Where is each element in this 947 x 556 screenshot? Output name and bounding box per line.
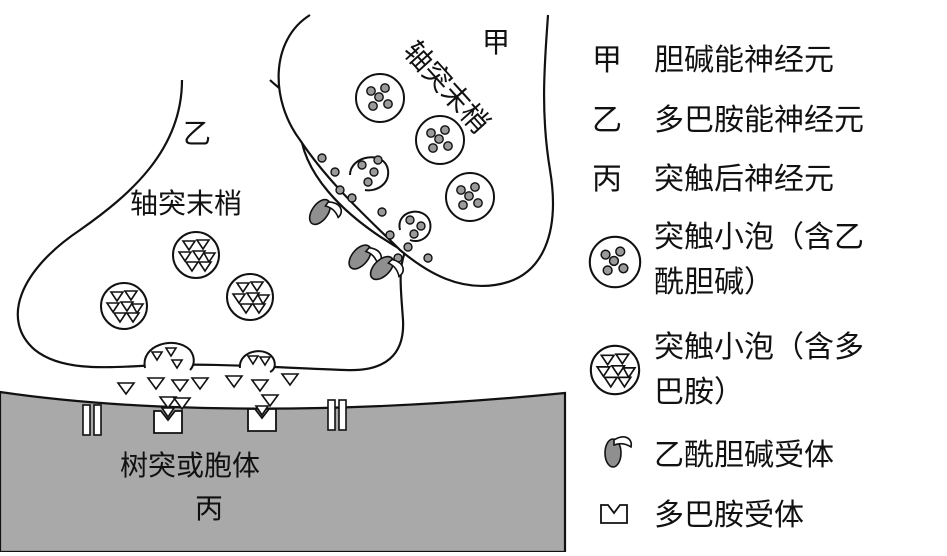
membrane-channel-right (327, 399, 347, 431)
fusing-dopamine-vesicle (143, 341, 195, 371)
postsynaptic-membrane (0, 390, 567, 554)
legend-ach-vesicle-line2: 酰胆碱） (654, 265, 774, 300)
dopamine-vesicle (172, 231, 220, 279)
ach-vesicle (355, 73, 405, 123)
fusing-ach-vesicle (398, 210, 432, 242)
legend-key-yi: 乙 (592, 103, 622, 138)
legend-key-jia: 甲 (592, 43, 622, 78)
legend-dopamine-vesicle-line2: 巴胺） (654, 375, 744, 410)
legend-dopamine-receptor: 多巴胺受体 (654, 498, 804, 533)
legend-key-bing: 丙 (592, 162, 622, 197)
legend-ach-vesicle-line1: 突触小泡（含乙 (654, 220, 864, 255)
ach-vesicle-icon (588, 235, 642, 289)
fusing-ach-vesicle (349, 155, 390, 192)
legend-text-yi: 多巴胺能神经元 (654, 103, 864, 138)
legend-text-jia: 胆碱能神经元 (654, 43, 834, 78)
legend-text-bing: 突触后神经元 (654, 162, 834, 197)
label-bing: 丙 (195, 492, 223, 525)
dopamine-vesicle-icon (589, 344, 641, 396)
dopamine-vesicle (100, 282, 148, 330)
dopamine-vesicle (226, 273, 274, 321)
legend: 甲 胆碱能神经元 乙 多巴胺能神经元 丙 突触后神经元 突触小泡（含乙 酰胆碱）… (588, 43, 864, 533)
dopamine-receptor (153, 407, 183, 434)
membrane-channel-left (82, 404, 102, 436)
label-postsynaptic-region: 树突或胞体 (120, 449, 260, 482)
label-jia: 甲 (482, 26, 510, 59)
label-axon-terminal-left: 轴突末梢 (130, 187, 242, 220)
legend-dopamine-vesicle-line1: 突触小泡（含多 (654, 330, 864, 365)
ach-receptor-icon (604, 436, 633, 468)
dopamine-receptor-icon (600, 504, 628, 524)
ach-vesicle (445, 172, 495, 222)
legend-ach-receptor: 乙酰胆碱受体 (654, 438, 834, 473)
label-yi: 乙 (183, 117, 211, 150)
dopamine-receptor (247, 405, 277, 432)
axon-terminal-jia (277, 14, 554, 287)
fusing-dopamine-vesicle (238, 350, 276, 373)
released-dopamine (116, 373, 300, 411)
released-acetylcholine (317, 153, 433, 263)
